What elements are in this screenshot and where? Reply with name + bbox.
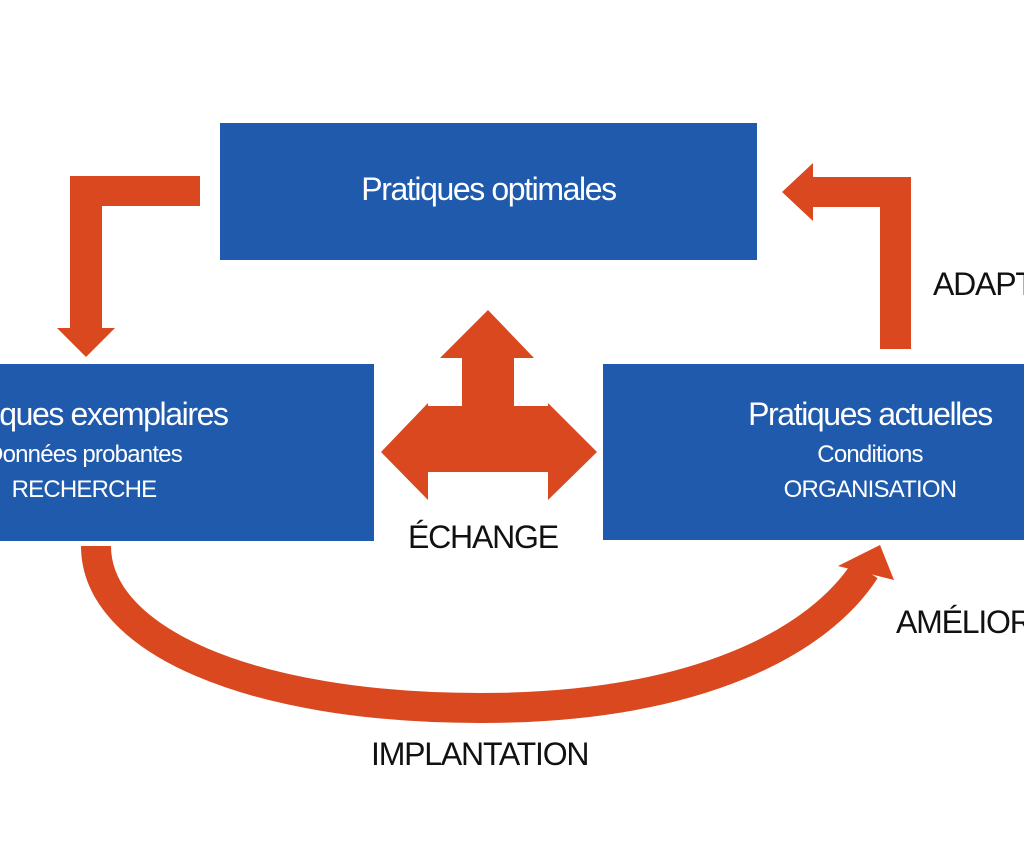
- adaptation-label: ADAPTATION: [933, 266, 1024, 302]
- adaptation-arrow: [782, 163, 911, 349]
- conditions-text: Conditions: [817, 441, 923, 468]
- pratiques-optimales-title: Pratiques optimales: [361, 171, 617, 207]
- exchange-arrow: [381, 310, 597, 500]
- implementation-arrow-body: [81, 545, 878, 724]
- pratiques-actuelles-title: Pratiques actuelles: [748, 396, 993, 432]
- pratiques-actuelles-box: Pratiques actuelles Conditions ORGANISAT…: [603, 364, 1024, 540]
- top-to-left-arrow: [57, 176, 200, 357]
- improvement-label: AMÉLIORATION: [896, 604, 1024, 640]
- recherche-text: RECHERCHE: [11, 476, 158, 503]
- implementation-arrowhead: [838, 545, 894, 580]
- donnees-probantes-text: Données probantes: [0, 441, 183, 468]
- implementation-label: IMPLANTATION: [371, 736, 590, 772]
- pratiques-exemplaires-title: Pratiques exemplaires: [0, 396, 229, 432]
- exchange-label: ÉCHANGE: [408, 519, 559, 555]
- organisation-text: ORGANISATION: [783, 476, 957, 503]
- pratiques-exemplaires-box: Pratiques exemplaires Données probantes …: [0, 364, 374, 541]
- pratiques-optimales-box: Pratiques optimales: [220, 123, 757, 260]
